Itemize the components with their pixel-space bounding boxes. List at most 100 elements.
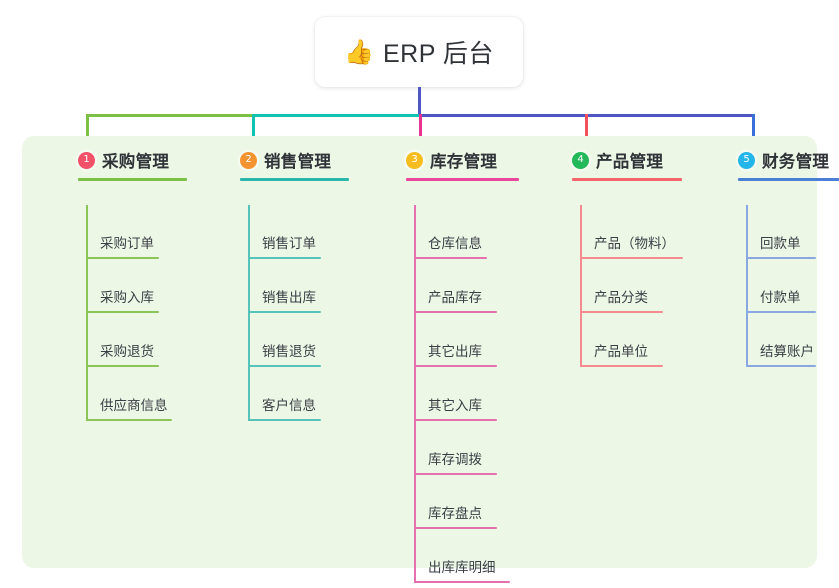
- connector-trunk-vertical: [418, 87, 421, 115]
- list-item-label: 采购订单: [100, 236, 154, 251]
- list-item-rule: [414, 419, 497, 421]
- list-item-label: 采购入库: [100, 290, 154, 305]
- list-item[interactable]: 库存调拨: [388, 421, 497, 475]
- list-item-rule: [414, 527, 497, 529]
- branch-spine-4: [580, 205, 582, 367]
- list-item-rule: [86, 311, 159, 313]
- list-item-rule: [580, 311, 663, 313]
- branch-title-5: 财务管理: [762, 153, 830, 171]
- list-item[interactable]: 销售出库: [222, 259, 331, 313]
- list-item[interactable]: 产品库存: [388, 259, 497, 313]
- list-item-rule: [248, 311, 321, 313]
- list-item[interactable]: 产品分类: [554, 259, 663, 313]
- list-item-rule: [86, 257, 159, 259]
- branch-title-3: 库存管理: [430, 153, 498, 171]
- list-item-rule: [248, 419, 321, 421]
- branch-items-3: 仓库信息 产品库存 其它出库 其它入库 库存调拨: [388, 205, 510, 583]
- list-item[interactable]: 产品（物料）: [554, 205, 683, 259]
- connector-bar-green: [86, 114, 254, 117]
- branch-title-1: 采购管理: [102, 153, 170, 171]
- list-item-label: 付款单: [760, 290, 801, 305]
- branch-items-1: 采购订单 采购入库 采购退货 供应商信息: [60, 205, 172, 421]
- branch-column-4: 4 产品管理 产品（物料） 产品分类 产品单位: [554, 148, 683, 367]
- list-item-rule: [414, 311, 497, 313]
- branches-panel: 1 采购管理 采购订单 采购入库 采购退货 供应商信: [22, 136, 839, 583]
- list-item-label: 产品分类: [594, 290, 648, 305]
- branch-header-3[interactable]: 3 库存管理: [388, 148, 497, 172]
- root-node-content: 👍 ERP 后台: [344, 34, 494, 70]
- list-item-rule: [248, 365, 321, 367]
- list-item-label: 产品库存: [428, 290, 482, 305]
- connector-drop-3: [419, 114, 422, 156]
- branch-spine-3: [414, 205, 416, 583]
- list-item-rule: [248, 257, 321, 259]
- connector-drop-5: [752, 114, 755, 156]
- connector-drop-1: [86, 114, 89, 156]
- list-item-label: 采购退货: [100, 344, 154, 359]
- list-item[interactable]: 供应商信息: [60, 367, 172, 421]
- list-item-rule: [580, 257, 683, 259]
- branch-items-5: 回款单 付款单 结算账户: [720, 205, 829, 367]
- list-item-rule: [414, 581, 510, 583]
- list-item[interactable]: 销售退货: [222, 313, 331, 367]
- list-item-label: 结算账户: [760, 344, 814, 359]
- list-item-label: 出库库明细: [428, 560, 496, 575]
- branch-column-5: 5 财务管理 回款单 付款单 结算账户: [720, 148, 839, 367]
- list-item-rule: [414, 365, 497, 367]
- list-item-label: 其它出库: [428, 344, 482, 359]
- list-item[interactable]: 付款单: [720, 259, 829, 313]
- list-item-label: 产品单位: [594, 344, 648, 359]
- branch-rule-2: [240, 178, 349, 181]
- list-item-rule: [746, 365, 816, 367]
- list-item-label: 产品（物料）: [594, 236, 675, 251]
- list-item-rule: [746, 257, 816, 259]
- root-title: ERP 后台: [382, 40, 494, 68]
- branch-column-2: 2 销售管理 销售订单 销售出库 销售退货 客户信息: [222, 148, 349, 421]
- branch-rule-1: [78, 178, 187, 181]
- list-item-label: 销售订单: [262, 236, 316, 251]
- list-item[interactable]: 结算账户: [720, 313, 829, 367]
- list-item-rule: [580, 365, 663, 367]
- connector-drop-2: [252, 114, 255, 156]
- list-item[interactable]: 采购订单: [60, 205, 169, 259]
- branch-rule-4: [572, 178, 682, 181]
- list-item[interactable]: 产品单位: [554, 313, 663, 367]
- root-node[interactable]: 👍 ERP 后台: [315, 17, 523, 87]
- branch-header-1[interactable]: 1 采购管理: [60, 148, 169, 172]
- list-item-label: 销售出库: [262, 290, 316, 305]
- list-item[interactable]: 其它出库: [388, 313, 497, 367]
- branch-spine-5: [746, 205, 748, 367]
- list-item-label: 其它入库: [428, 398, 482, 413]
- list-item-rule: [86, 419, 172, 421]
- branch-title-4: 产品管理: [596, 153, 664, 171]
- list-item-label: 仓库信息: [428, 236, 482, 251]
- branch-rule-5: [738, 178, 839, 181]
- thumbs-up-icon: 👍: [344, 38, 374, 66]
- list-item[interactable]: 出库库明细: [388, 529, 510, 583]
- list-item-rule: [414, 257, 487, 259]
- branch-spine-2: [248, 205, 250, 421]
- list-item-rule: [414, 473, 497, 475]
- list-item[interactable]: 其它入库: [388, 367, 497, 421]
- list-item-label: 销售退货: [262, 344, 316, 359]
- list-item-label: 库存调拨: [428, 452, 482, 467]
- branch-header-2[interactable]: 2 销售管理: [222, 148, 331, 172]
- list-item-rule: [86, 365, 159, 367]
- connector-drop-4: [585, 114, 588, 156]
- list-item[interactable]: 采购入库: [60, 259, 169, 313]
- list-item-rule: [746, 311, 816, 313]
- list-item[interactable]: 回款单: [720, 205, 829, 259]
- branch-badge-1: 1: [78, 151, 95, 169]
- list-item[interactable]: 客户信息: [222, 367, 331, 421]
- branch-header-4[interactable]: 4 产品管理: [554, 148, 663, 172]
- branch-rule-3: [406, 178, 519, 181]
- connector-bar-teal: [252, 114, 421, 117]
- branch-column-3: 3 库存管理 仓库信息 产品库存 其它出库 其它入库: [388, 148, 519, 583]
- branch-column-1: 1 采购管理 采购订单 采购入库 采购退货 供应商信: [60, 148, 187, 421]
- list-item[interactable]: 仓库信息: [388, 205, 497, 259]
- branch-header-5[interactable]: 5 财务管理: [720, 148, 829, 172]
- list-item[interactable]: 库存盘点: [388, 475, 497, 529]
- list-item[interactable]: 采购退货: [60, 313, 169, 367]
- list-item[interactable]: 销售订单: [222, 205, 331, 259]
